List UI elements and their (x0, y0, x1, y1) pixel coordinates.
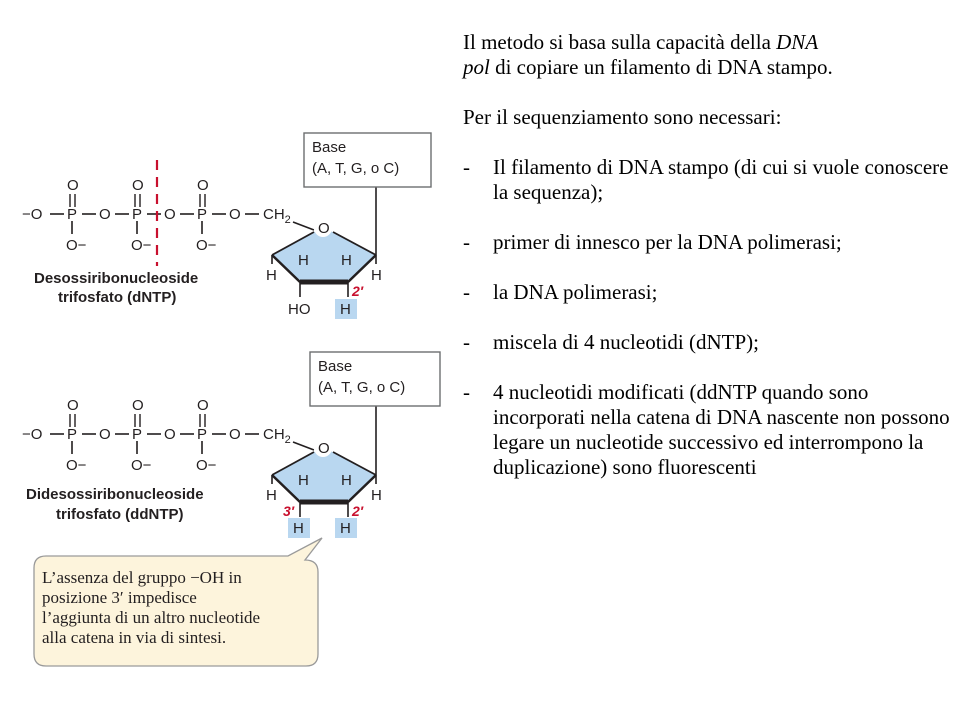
list-item: -primer di innesco per la DNA polimerasi… (463, 230, 953, 255)
base-box (303, 132, 432, 188)
oxygen-bridge-2: O (164, 206, 176, 223)
label-3prime: 3′ (283, 503, 295, 519)
list-item-text: Il filamento di DNA stampo (di cui si vu… (493, 155, 949, 204)
list-item-text: 4 nucleotidi modificati (ddNTP quando so… (493, 380, 950, 479)
list-dash: - (463, 330, 470, 354)
h-2prime-highlight (335, 299, 357, 319)
ring-oxygen: O (318, 220, 330, 237)
ddntp-name-line1: Didesossiribonucleoside (26, 486, 204, 503)
phosphorus-3: P (197, 206, 207, 223)
ring-h-2-up: H (341, 252, 352, 269)
dd-phosphorus-1: P (67, 426, 77, 443)
dd-ring-h-1: H (371, 487, 382, 504)
callout-line-4: alla catena in via di sintesi. (42, 628, 227, 647)
dd-h-2prime: H (340, 520, 351, 537)
explanation-text: Il metodo si basa sulla capacità della D… (463, 30, 953, 480)
dd-o-minus-bottom-3: O− (196, 457, 217, 474)
label-2prime: 2′ (351, 283, 364, 299)
callout-line-1: L’assenza del gruppo −OH in (42, 568, 242, 587)
ddntp-structure: −O P O P O P O CH2 O O O O− O− O− (22, 351, 441, 538)
pol-italic: pol (463, 55, 490, 79)
ring-h-4: H (266, 267, 277, 284)
dd-base-box-title: Base (318, 358, 352, 375)
dd-oxygen-top-1: O (67, 397, 79, 414)
list-item: -la DNA polimerasi; (463, 280, 953, 305)
dd-ring-h-2-up: H (341, 472, 352, 489)
dd-oxygen-bridge-1: O (99, 426, 111, 443)
list-item-text: primer di innesco per la DNA polimerasi; (493, 230, 842, 254)
h-3prime-highlight (288, 518, 310, 538)
dna-italic: DNA (776, 30, 819, 54)
ch2-group: CH2 (263, 206, 291, 226)
callout-line-3: l’aggiunta di un altro nucleotide (42, 608, 261, 627)
list-item: -miscela di 4 nucleotidi (dNTP); (463, 330, 953, 355)
dd-base-box (309, 351, 441, 407)
phosphorus-2: P (132, 206, 142, 223)
dd-o-minus-left: −O (22, 426, 42, 443)
intro-paragraph: Il metodo si basa sulla capacità della D… (463, 30, 833, 79)
list-item-text: la DNA polimerasi; (493, 280, 658, 304)
dd-oxygen-top-2: O (132, 397, 144, 414)
dd-ring-h-3-up: H (298, 472, 309, 489)
dd-o-minus-bottom-2: O− (131, 457, 152, 474)
oxygen-bridge-3: O (229, 206, 241, 223)
oxygen-bridge-1: O (99, 206, 111, 223)
o-minus-bottom-1: O− (66, 237, 87, 254)
list-item: -4 nucleotidi modificati (ddNTP quando s… (463, 380, 953, 480)
list-item: -Il filamento di DNA stampo (di cui si v… (463, 155, 953, 205)
dd-phosphorus-3: P (197, 426, 207, 443)
nucleotide-figure: −O P O P O P O CH2 O O O O− O− O− (22, 132, 441, 667)
dd-ring-h-4: H (266, 487, 277, 504)
dntp-name-line1: Desossiribonucleoside (34, 270, 198, 287)
base-box-subtitle: (A, T, G, o C) (312, 160, 399, 177)
oxygen-top-2: O (132, 177, 144, 194)
ring-h-3-up: H (298, 252, 309, 269)
ring-h-1: H (371, 267, 382, 284)
dd-label-2prime: 2′ (351, 503, 364, 519)
dntp-structure: −O P O P O P O CH2 O O O O− O− O− (22, 132, 432, 319)
dd-ring-oxygen: O (318, 440, 330, 457)
phosphorus-1: P (67, 206, 77, 223)
dntp-name-line2: trifosfato (dNTP) (58, 289, 176, 306)
h-2prime: H (340, 301, 351, 318)
oxygen-top-3: O (197, 177, 209, 194)
ho-group: HO (288, 301, 311, 318)
callout-text: L’assenza del gruppo −OH in posizione 3′… (42, 568, 314, 648)
dd-oxygen-top-3: O (197, 397, 209, 414)
oxygen-top-1: O (67, 177, 79, 194)
callout-bubble (33, 537, 323, 667)
dd-ch2-group: CH2 (263, 426, 291, 446)
list-dash: - (463, 280, 470, 304)
dd-h-2prime-highlight (335, 518, 357, 538)
h-3prime: H (293, 520, 304, 537)
dd-oxygen-bridge-3: O (229, 426, 241, 443)
list-dash: - (463, 380, 470, 404)
callout-line-2: posizione 3′ impedisce (42, 588, 197, 607)
list-dash: - (463, 230, 470, 254)
list-dash: - (463, 155, 470, 179)
dd-o-minus-bottom-1: O− (66, 457, 87, 474)
o-minus-bottom-2: O− (131, 237, 152, 254)
o-minus-left: −O (22, 206, 42, 223)
ddntp-name-line2: trifosfato (ddNTP) (56, 506, 183, 523)
dd-oxygen-bridge-2: O (164, 426, 176, 443)
requirements-heading: Per il sequenziamento sono necessari: (463, 105, 782, 129)
base-box-title: Base (312, 139, 346, 156)
dd-base-box-subtitle: (A, T, G, o C) (318, 379, 405, 396)
list-item-text: miscela di 4 nucleotidi (dNTP); (493, 330, 759, 354)
dd-phosphorus-2: P (132, 426, 142, 443)
o-minus-bottom-3: O− (196, 237, 217, 254)
